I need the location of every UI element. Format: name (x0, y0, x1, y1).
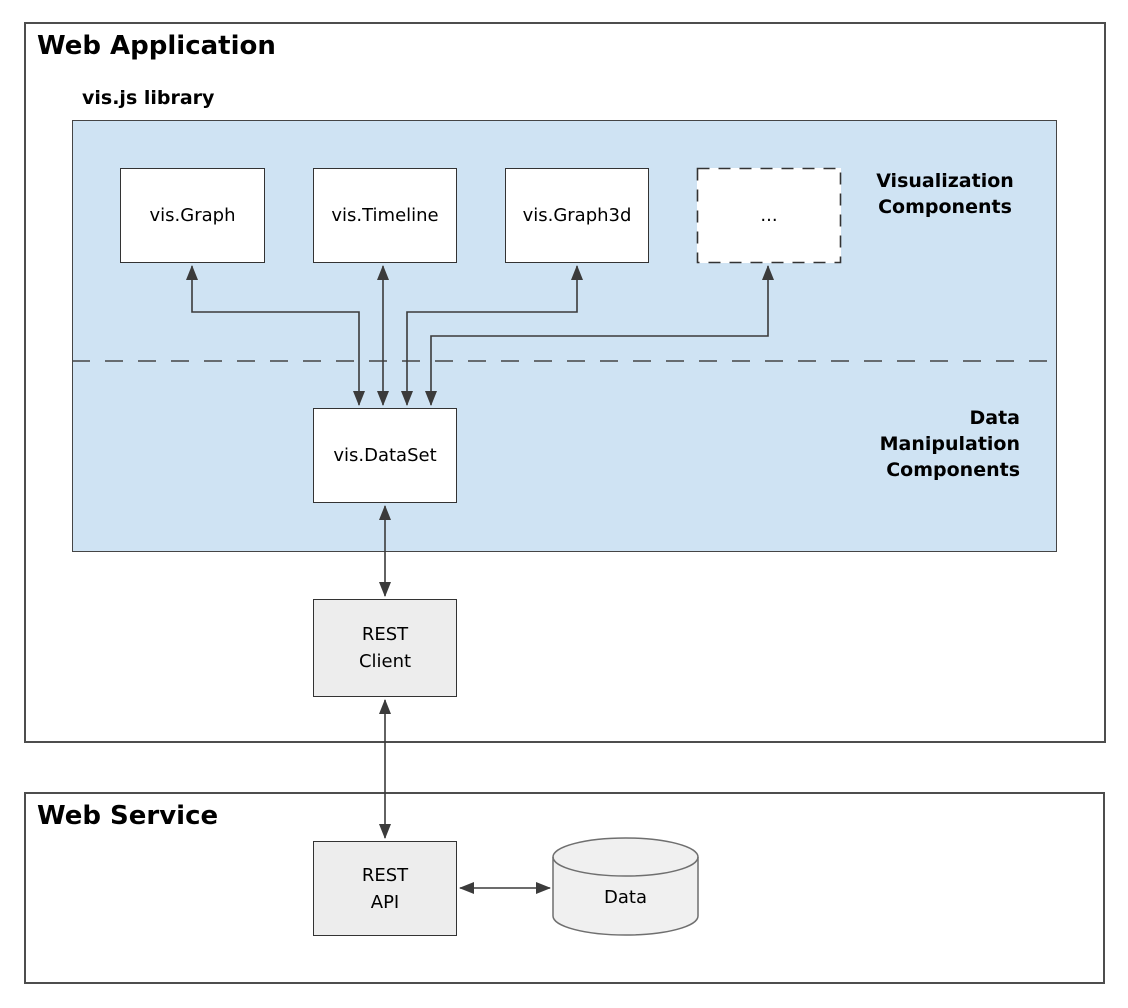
visualization-components-label: Visualization Components (833, 168, 1057, 220)
data-store-label: Data (604, 886, 647, 908)
visualization-components-label-line: Visualization (876, 170, 1014, 192)
rest-client-label-line: Client (358, 651, 412, 672)
rest-api-box: REST API (313, 841, 457, 936)
data-manipulation-components-label-line: Data (969, 407, 1021, 429)
data-manipulation-components-label-line: Components (886, 459, 1020, 481)
web-application-title: Web Application (37, 31, 276, 61)
dataset-label: vis.DataSet (333, 445, 437, 466)
rest-client-label-line: REST (361, 624, 409, 645)
component-box-vis-graph3d: vis.Graph3d (505, 168, 649, 263)
vis-js-library-title: vis.js library (82, 87, 215, 109)
component-box-vis-graph: vis.Graph (120, 168, 265, 263)
dataset-box: vis.DataSet (313, 408, 457, 503)
visualization-components-label-line: Components (878, 196, 1012, 218)
component-label: vis.Graph3d (522, 205, 632, 226)
component-label: vis.Timeline (331, 205, 439, 226)
data-manipulation-components-label-line: Manipulation (879, 433, 1020, 455)
component-label: vis.Graph (149, 205, 236, 226)
component-box-vis-timeline: vis.Timeline (313, 168, 457, 263)
web-service-title: Web Service (37, 801, 219, 831)
data-manipulation-components-label: Data Manipulation Components (800, 405, 1020, 483)
rest-api-label-line: API (370, 891, 400, 913)
component-label: ... (760, 205, 778, 226)
rest-client-box: REST Client (313, 599, 457, 697)
component-box-more-ellipsis: ... (697, 168, 841, 263)
rest-api-label-line: REST (361, 864, 409, 886)
